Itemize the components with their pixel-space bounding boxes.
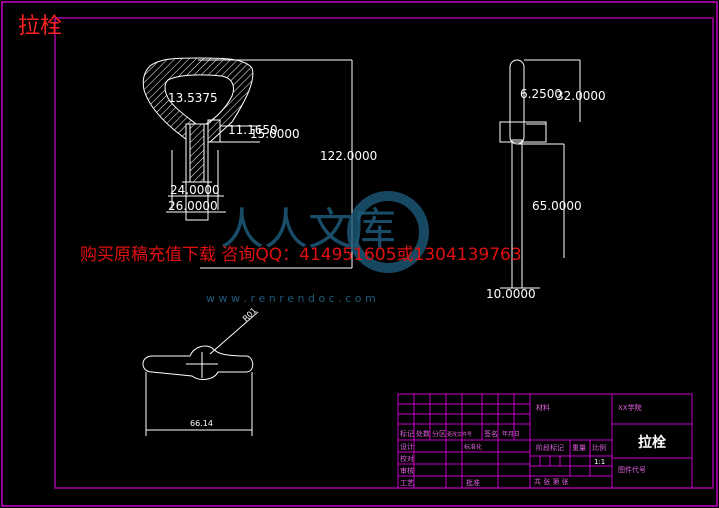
watermark-url: w w w . r e n r e n d o c . c o m xyxy=(206,292,376,305)
title-block xyxy=(397,393,693,489)
scale-value: 1:1 xyxy=(594,458,605,466)
header-cell-4: 签名 xyxy=(484,429,498,438)
side-handle xyxy=(509,59,525,145)
stage-mark-label: 阶段标记 xyxy=(536,443,564,452)
top-outline xyxy=(142,345,254,380)
dim-15-0000: 15.0000 xyxy=(250,127,300,141)
page-title: 拉栓 xyxy=(18,14,62,39)
row-label-process: 工艺 xyxy=(400,479,414,487)
row-label-check: 校对 xyxy=(400,454,414,463)
dim-122-0000: 122.0000 xyxy=(320,149,377,163)
front-view xyxy=(142,57,353,269)
watermark-logo-text: 人人文库 xyxy=(220,204,396,255)
dim-6-2500: 6.2500 xyxy=(520,87,562,101)
stem-thread xyxy=(189,123,205,183)
dim-66-14: 66.14 xyxy=(190,419,213,428)
row-label-design: 设计 xyxy=(400,442,414,451)
handle-inner xyxy=(164,74,235,125)
dim-26-0000: 26.0000 xyxy=(168,199,218,213)
sheets-label: 共 张 第 张 xyxy=(534,477,569,486)
header-cell-2: 分区 xyxy=(432,429,446,438)
part-name: 拉栓 xyxy=(638,434,666,451)
inner-frame xyxy=(54,17,714,489)
side-view xyxy=(499,59,581,289)
dim-13-5375: 13.5375 xyxy=(168,91,218,105)
top-view xyxy=(142,311,259,436)
title-block-text: 材料 XX学院 图件代号 阶段标记 重量 比例 共 张 第 张 标记 处数 分区… xyxy=(400,403,646,487)
collar xyxy=(207,119,221,143)
watermark-logo-icon xyxy=(347,191,429,273)
watermark: 人人文库 w w w . r e n r e n d o c . c o m xyxy=(206,191,429,305)
header-cell-5: 年月日 xyxy=(502,430,520,438)
row-label-review: 审核 xyxy=(400,466,414,475)
side-block xyxy=(499,121,547,143)
dim-32-0000: 32.0000 xyxy=(556,89,606,103)
material-label: 材料 xyxy=(536,403,550,412)
scale-label: 比例 xyxy=(592,443,606,452)
std-label: 标准化 xyxy=(464,443,482,451)
dim-11-1650: 11.1650 xyxy=(228,123,278,137)
dim-10-0000: 10.0000 xyxy=(486,287,536,301)
approve-label: 批准 xyxy=(466,478,480,487)
promo-text: 购买原稿充值下载 咨询QQ：414951605或1304139763 xyxy=(80,245,522,265)
dim-r01: R01 xyxy=(241,306,259,324)
dim-24-0000: 24.0000 xyxy=(170,183,220,197)
side-stem xyxy=(511,139,523,289)
header-cell-1: 处数 xyxy=(416,429,430,438)
drawing-code-label: 图件代号 xyxy=(618,465,646,474)
weight-label: 重量 xyxy=(572,444,586,452)
school-label: XX学院 xyxy=(618,403,642,412)
dim-65-0000: 65.0000 xyxy=(532,199,582,213)
header-cell-0: 标记 xyxy=(400,429,414,438)
header-cell-3: 更改文件号 xyxy=(447,431,472,438)
